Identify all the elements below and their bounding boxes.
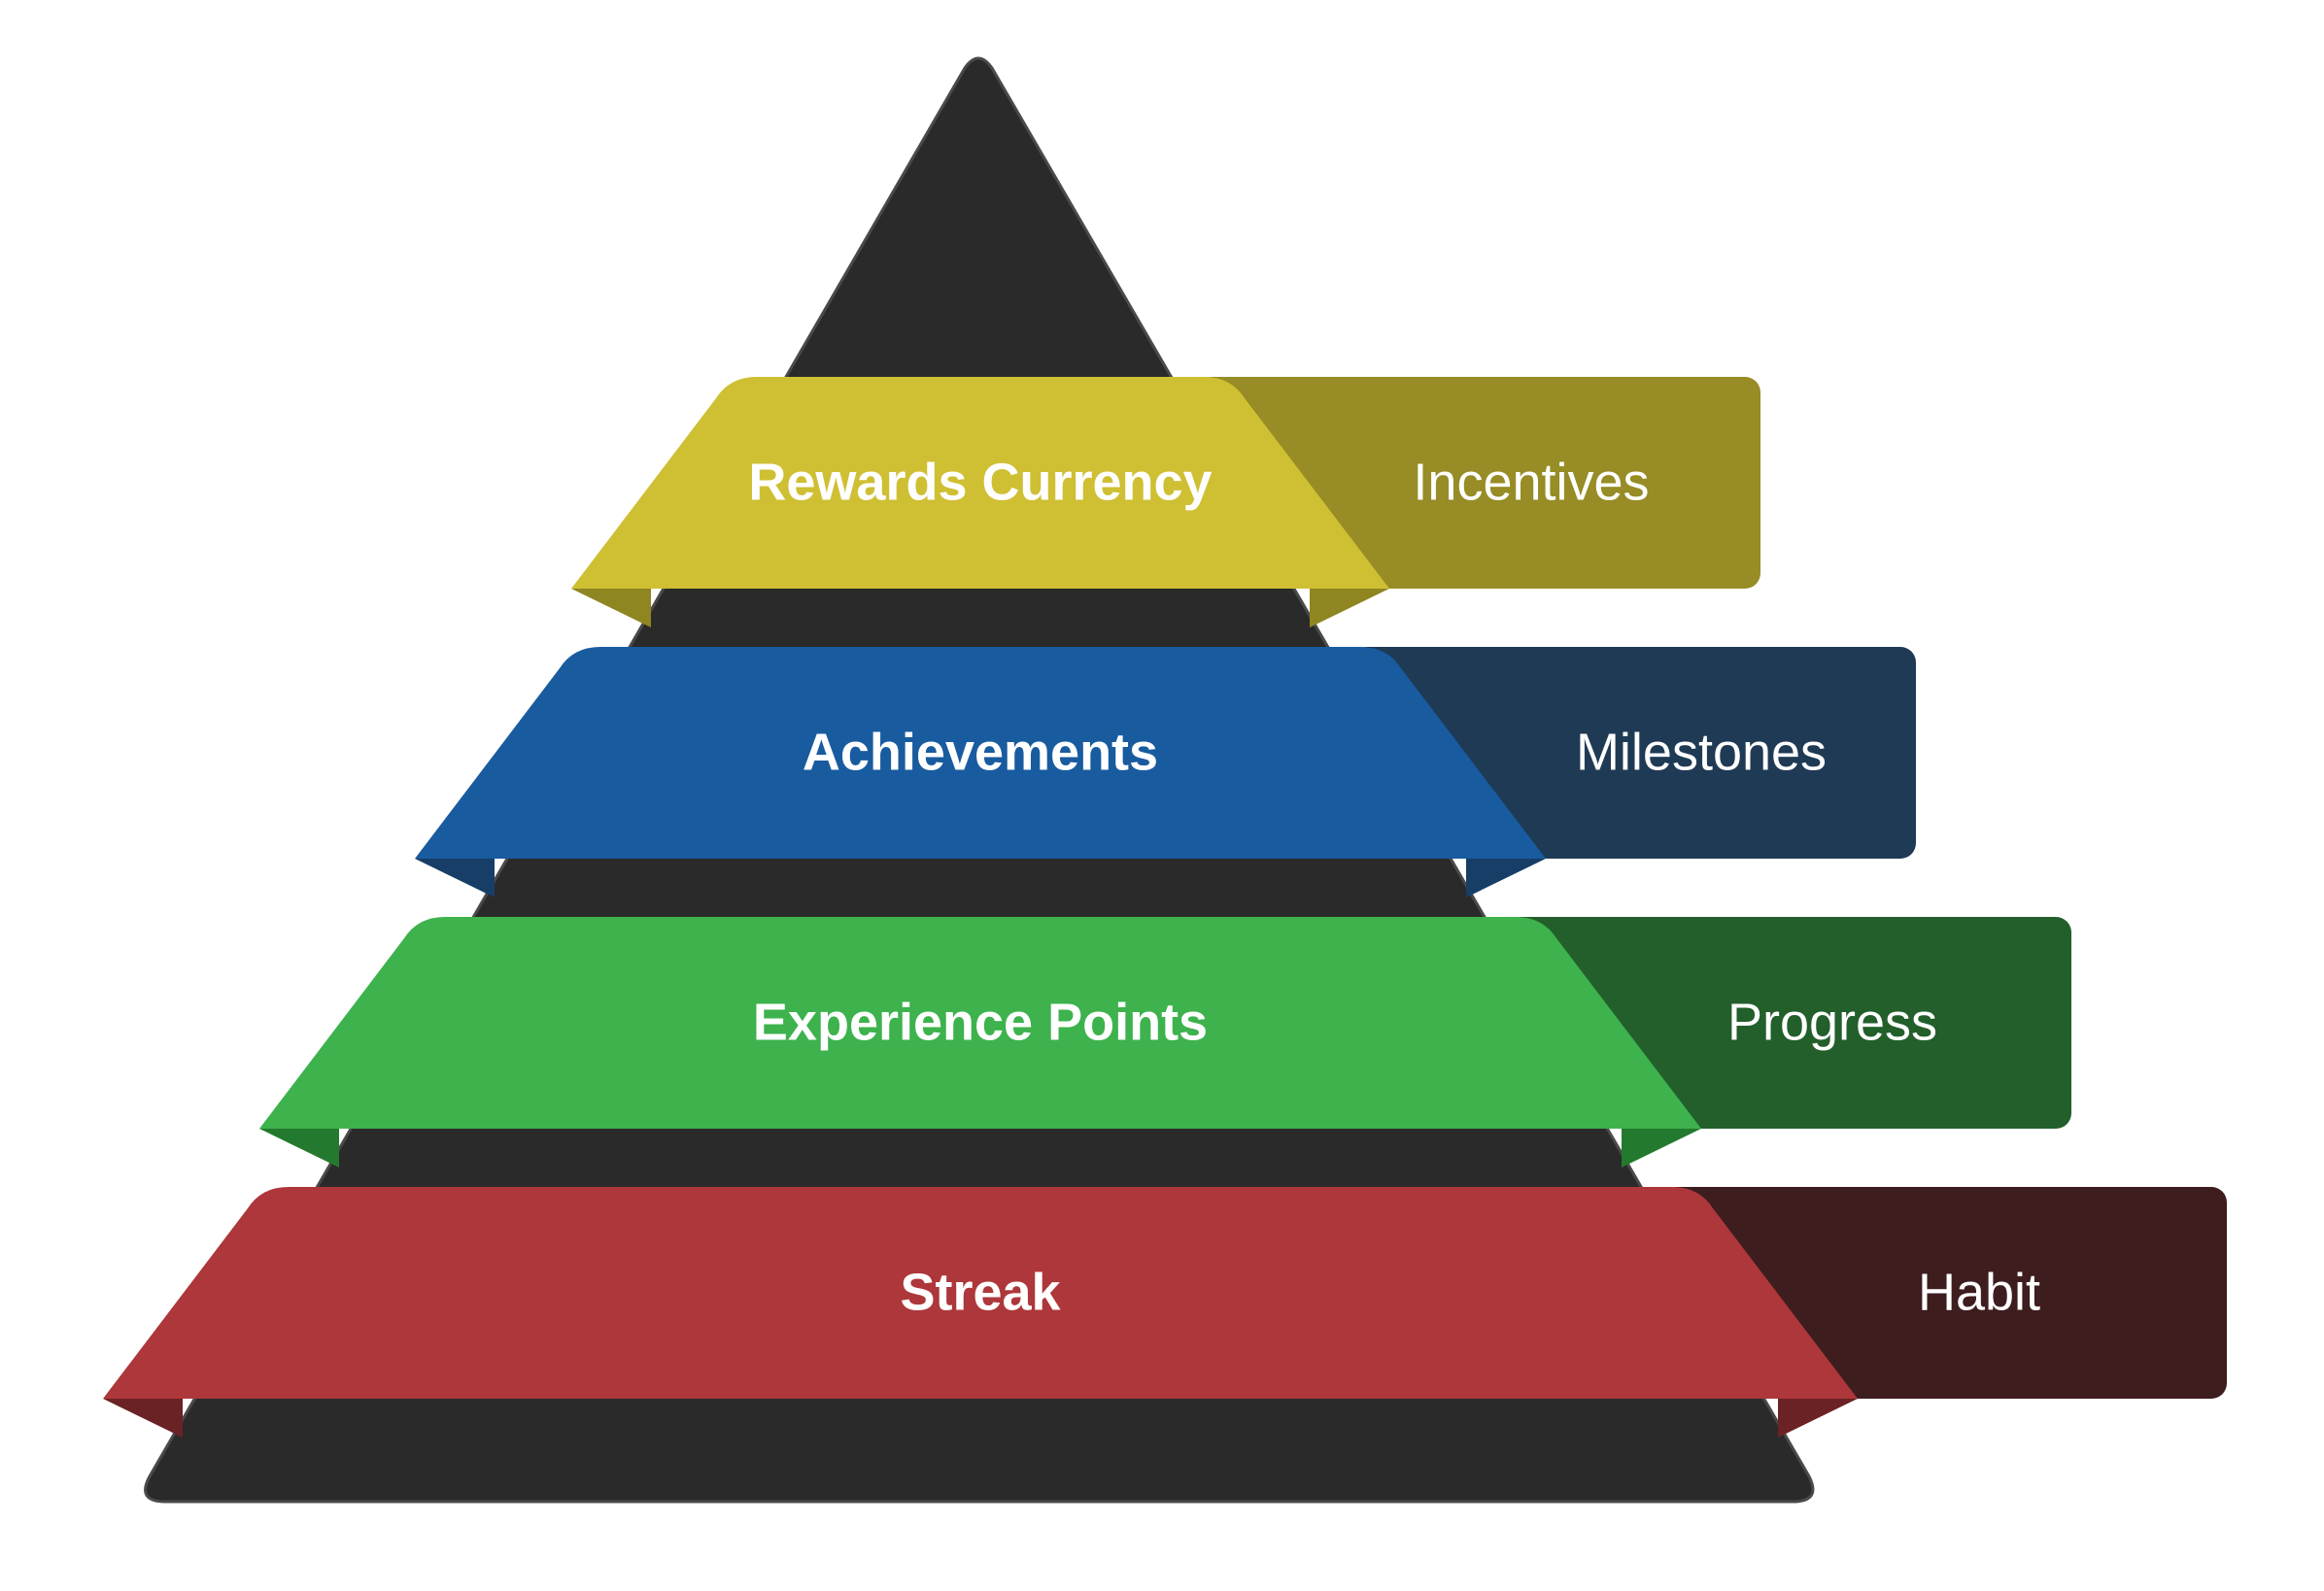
band-shadow-left (415, 859, 495, 897)
side-label-incentives: Incentives (1413, 453, 1649, 511)
band-shadow-right (1622, 1129, 1701, 1168)
side-label-habit: Habit (1918, 1263, 2040, 1321)
band-shadow-left (571, 589, 651, 627)
band-label-achievements: Achievements (803, 723, 1158, 781)
band-rewards-currency (571, 377, 1389, 589)
band-achievements (415, 647, 1546, 859)
band-label-experience-points: Experience Points (753, 993, 1208, 1051)
layer-achievements: Achievements Milestones (415, 647, 1916, 897)
band-shadow-left (103, 1399, 183, 1438)
band-label-streak: Streak (900, 1263, 1061, 1321)
band-streak (103, 1187, 1858, 1399)
layer-streak: Streak Habit (103, 1187, 2227, 1438)
band-label-rewards-currency: Rewards Currency (748, 453, 1212, 511)
band-experience-points (259, 917, 1701, 1129)
band-shadow-left (259, 1129, 339, 1168)
band-shadow-right (1466, 859, 1546, 897)
side-label-progress: Progress (1727, 993, 1937, 1051)
band-shadow-right (1778, 1399, 1858, 1438)
side-label-milestones: Milestones (1576, 723, 1827, 781)
layer-experience-points: Experience Points Progress (259, 917, 2071, 1168)
layer-rewards-currency: Rewards Currency Incentives (571, 377, 1760, 627)
band-shadow-right (1310, 589, 1389, 627)
